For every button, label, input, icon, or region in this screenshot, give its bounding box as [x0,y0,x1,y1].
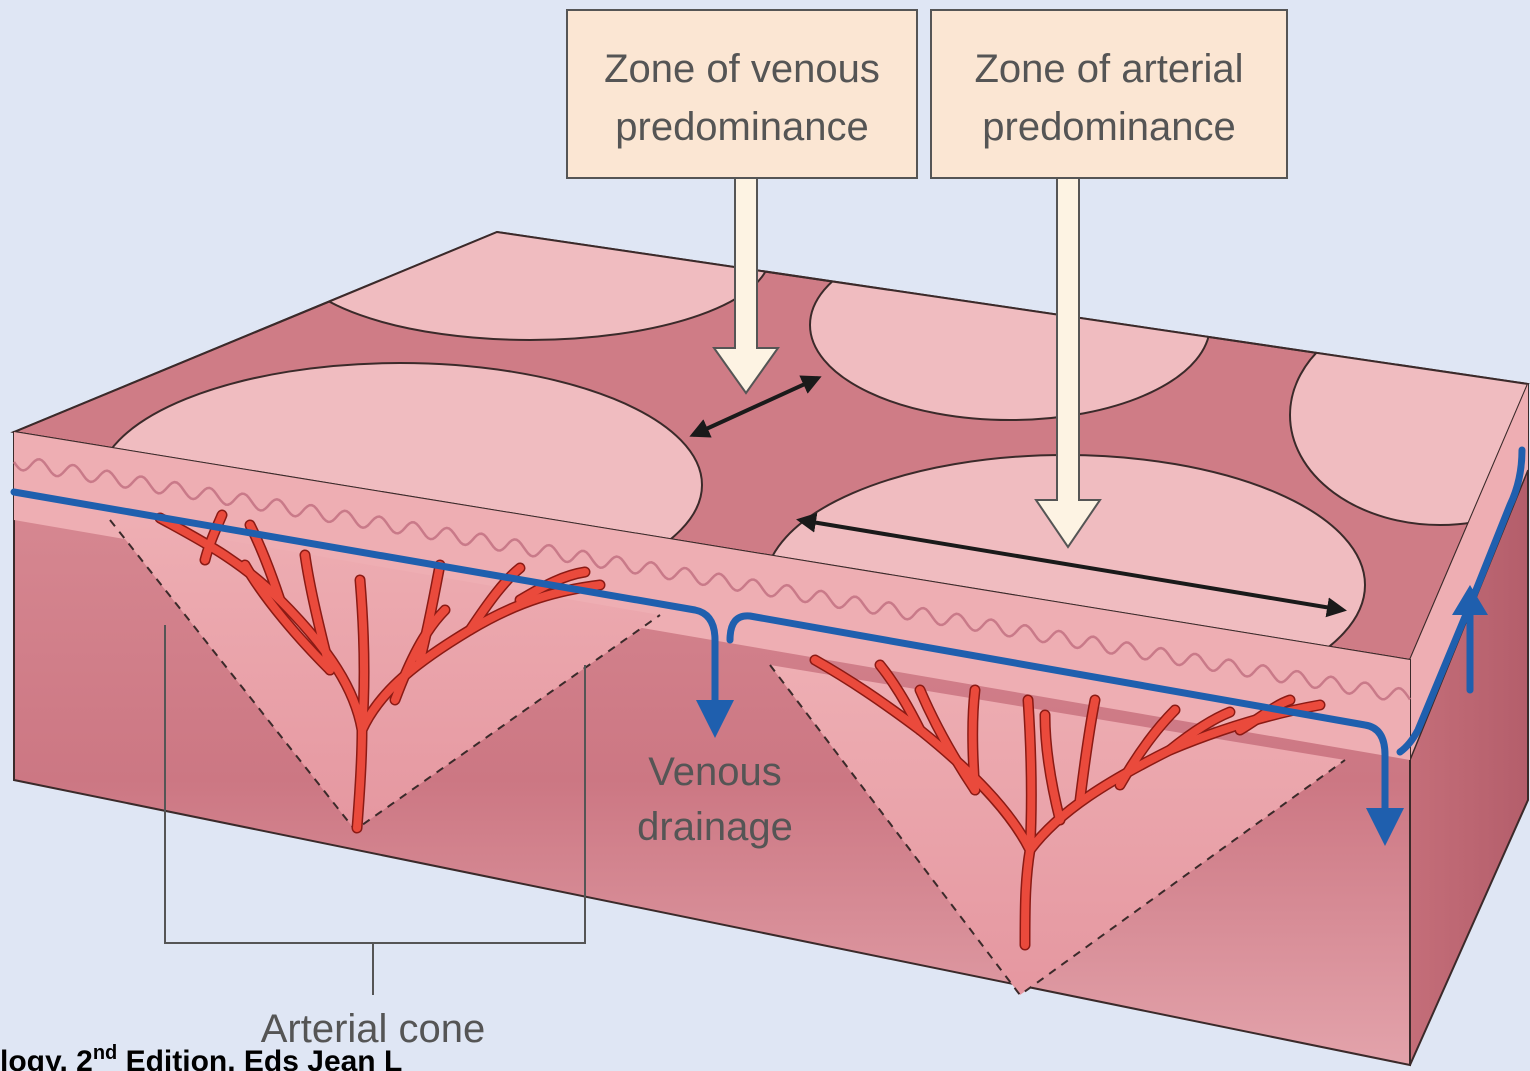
venous-drainage-line-2: drainage [637,805,793,849]
arterial-zone-line-1: Zone of arterial [974,47,1243,91]
arterial-zone-label: Zone of arterial predominance [931,10,1287,178]
venous-zone-line-2: predominance [615,105,869,149]
source-credit: logy. 2nd Edition. Eds Jean L [0,1042,402,1071]
arterial-zone-line-2: predominance [982,105,1236,149]
venous-drainage-line-1: Venous [648,750,781,794]
perfusion-zone-back-left [290,170,770,340]
venous-zone-line-1: Zone of venous [604,47,880,91]
venous-zone-label: Zone of venous predominance [567,10,917,178]
perfusion-zone-back-center [810,230,1210,420]
